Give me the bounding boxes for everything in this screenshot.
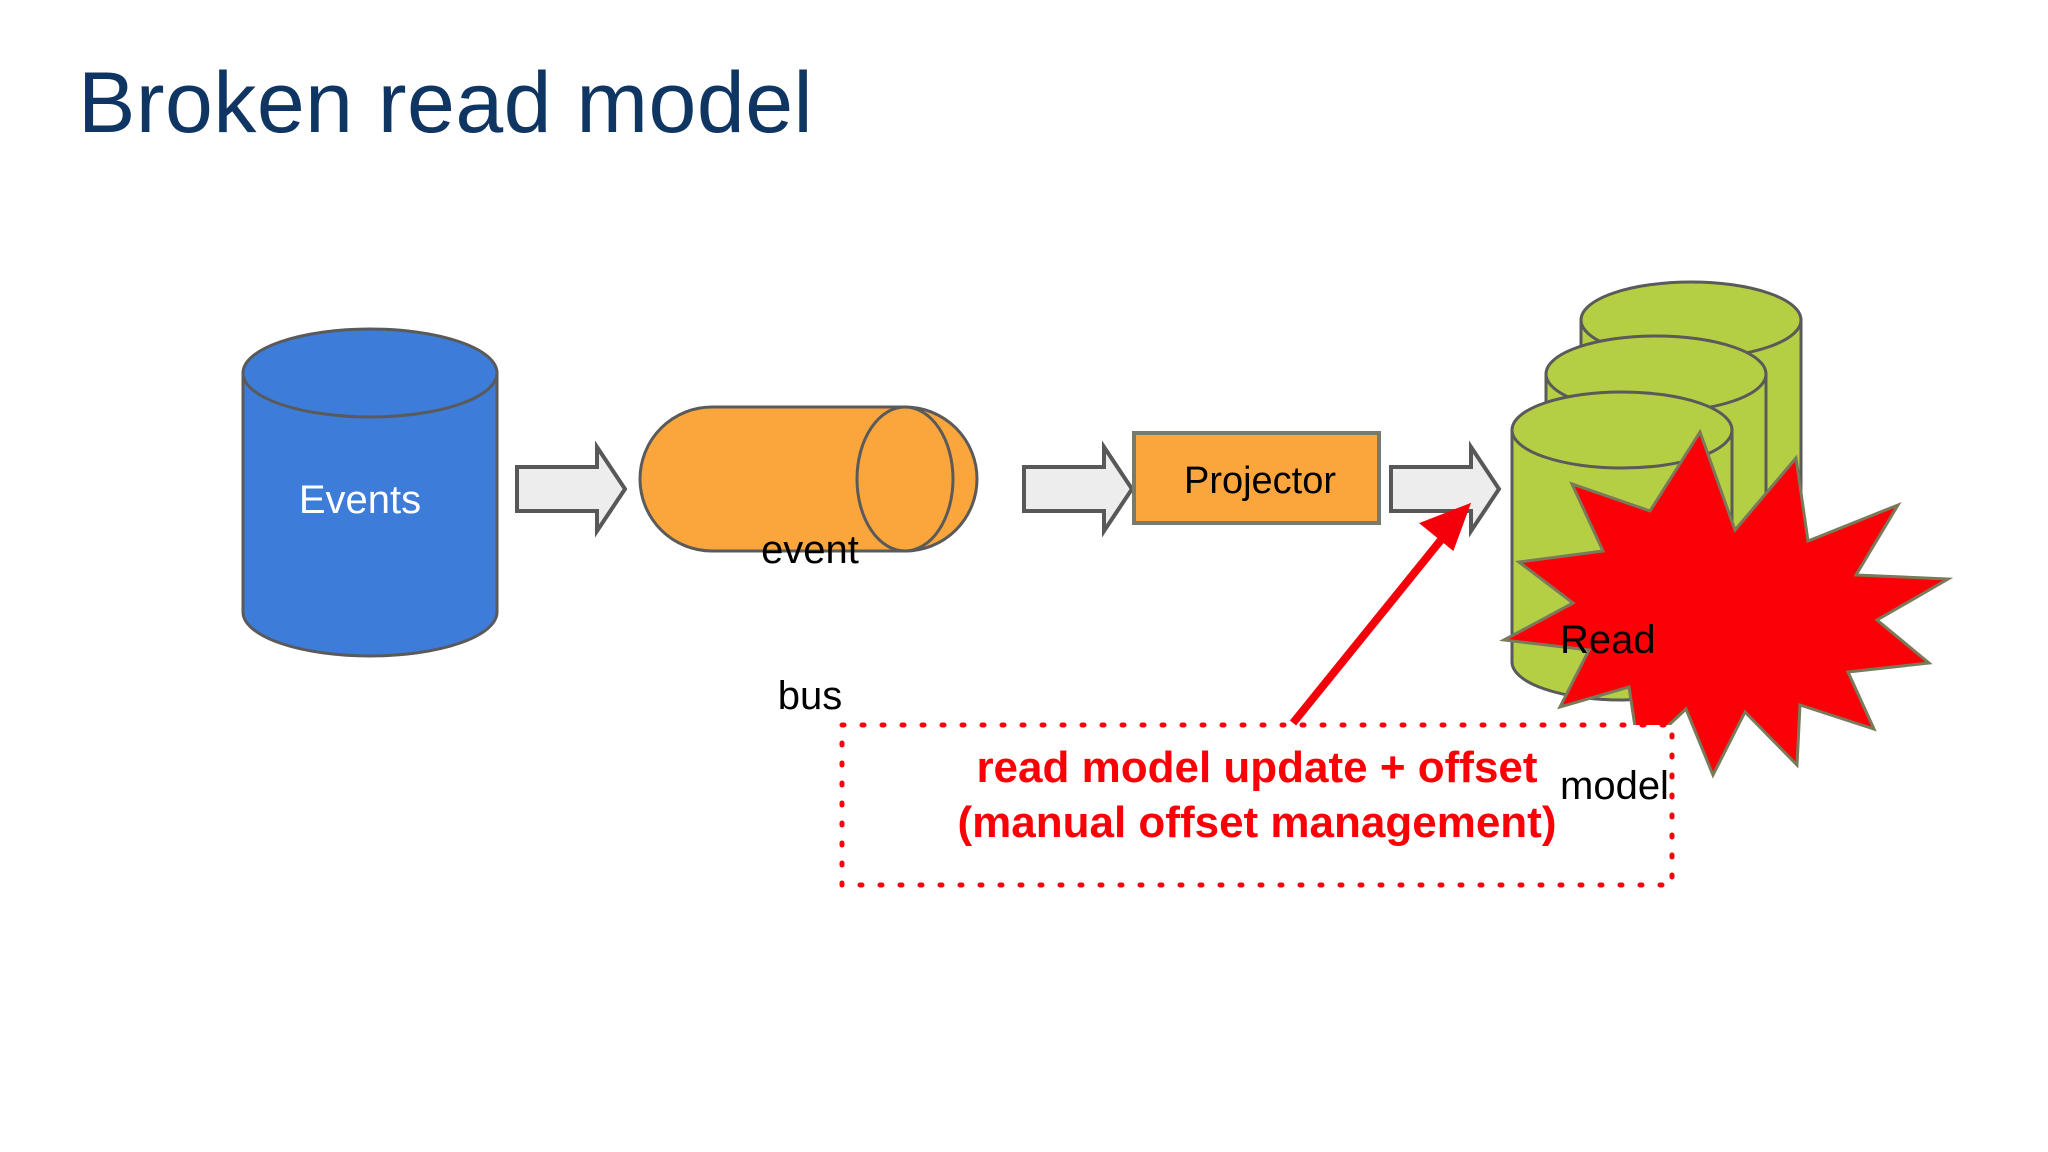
arrow-projector-to-readmodel <box>1389 440 1502 538</box>
callout-box[interactable] <box>839 722 1675 888</box>
node-event-bus[interactable] <box>638 405 979 553</box>
callout-border <box>839 722 1675 888</box>
projector-box <box>1132 431 1381 525</box>
node-projector[interactable] <box>1132 431 1381 525</box>
callout-pointer-arrow <box>1289 502 1472 726</box>
block-arrow-icon <box>1022 440 1135 538</box>
events-cylinder-body <box>241 371 499 658</box>
explosion-starburst-icon <box>1499 428 1954 779</box>
node-events[interactable] <box>241 327 499 658</box>
arrow-events-to-bus <box>515 440 628 538</box>
eventbus-pipe-cap <box>855 405 955 553</box>
block-arrow-icon <box>1389 440 1502 538</box>
arrow-bus-to-projector <box>1022 440 1135 538</box>
events-cylinder-top <box>241 327 499 419</box>
page-title: Broken read model <box>78 55 814 151</box>
block-arrow-icon <box>515 440 628 538</box>
